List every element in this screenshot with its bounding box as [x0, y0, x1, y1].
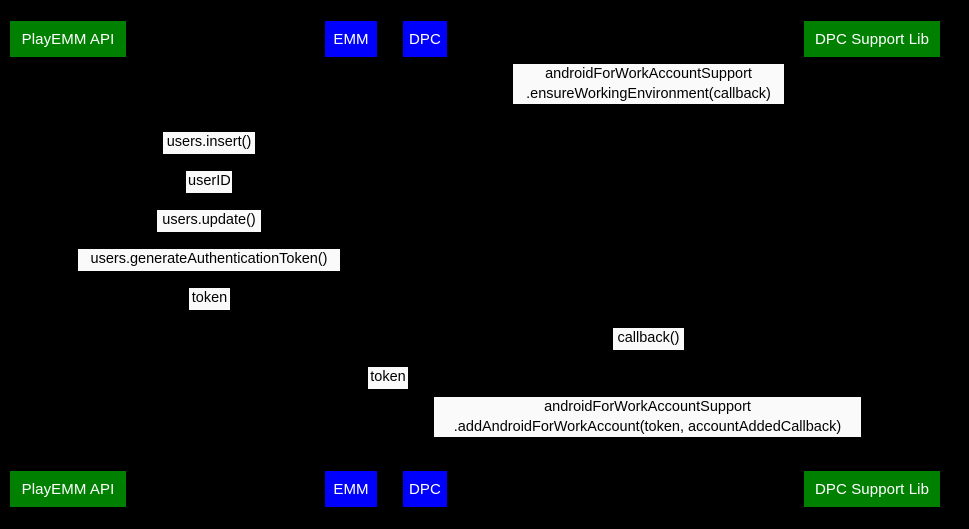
participant-bottom-dpc-support-lib[interactable]: DPC Support Lib [804, 471, 940, 507]
message-label-user-id: userID [186, 171, 232, 193]
participant-bottom-dpc[interactable]: DPC [403, 471, 447, 507]
lifeline-emm [351, 57, 352, 471]
lifeline-dpc-support-lib [872, 57, 873, 471]
participant-bottom-playemm-api[interactable]: PlayEMM API [10, 471, 126, 507]
lifeline-dpc [425, 57, 426, 471]
lifeline-playemm-api [68, 57, 69, 471]
message-label-add-android-for-work-account: androidForWorkAccountSupport .addAndroid… [434, 397, 861, 437]
message-label-users-update: users.update() [157, 210, 261, 232]
participant-bottom-emm[interactable]: EMM [325, 471, 377, 507]
message-label-token-response: token [189, 288, 230, 310]
message-label-users-insert: users.insert() [163, 132, 255, 154]
participant-top-dpc-support-lib[interactable]: DPC Support Lib [804, 21, 940, 57]
message-label-token-forward: token [368, 367, 408, 389]
message-label-ensure-working-environment: androidForWorkAccountSupport .ensureWork… [513, 64, 784, 104]
message-label-callback: callback() [613, 328, 684, 350]
participant-top-playemm-api[interactable]: PlayEMM API [10, 21, 126, 57]
participant-top-emm[interactable]: EMM [325, 21, 377, 57]
participant-top-dpc[interactable]: DPC [403, 21, 447, 57]
message-label-generate-authentication-token: users.generateAuthenticationToken() [78, 249, 340, 271]
